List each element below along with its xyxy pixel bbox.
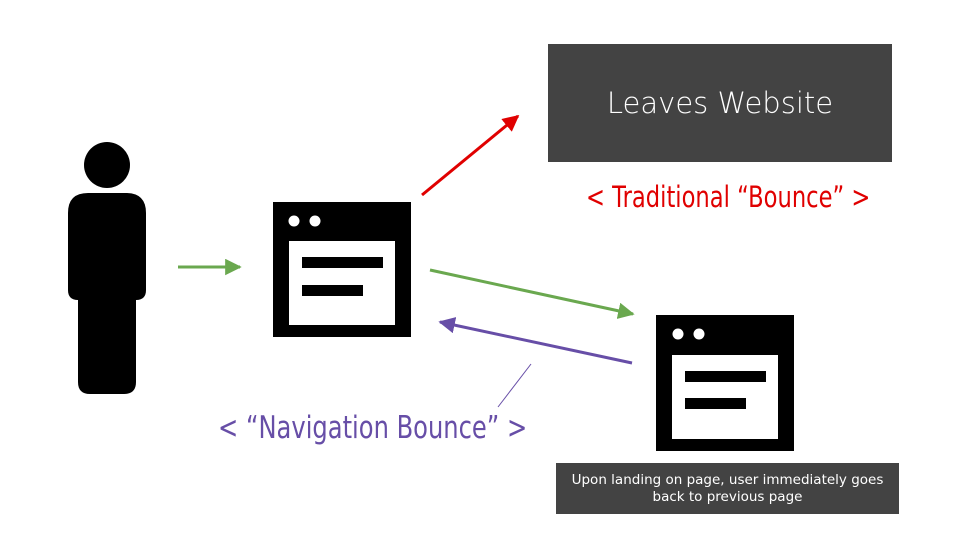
navigation-bounce-label: < “Navigation Bounce” > xyxy=(218,410,528,446)
browser-window-icon xyxy=(656,315,794,451)
leaves-website-box: Leaves Website xyxy=(548,44,892,162)
person-icon xyxy=(68,142,146,394)
leaves-website-label: Leaves Website xyxy=(606,86,834,120)
note-text: Upon landing on page, user immediately g… xyxy=(571,471,884,505)
traditional-bounce-label: < Traditional “Bounce” > xyxy=(586,180,871,214)
navigation-bounce-arrow xyxy=(438,317,633,365)
browser-window-icon xyxy=(273,202,411,337)
callout-line xyxy=(497,363,532,408)
page-to-page-arrow xyxy=(429,268,635,319)
note-box: Upon landing on page, user immediately g… xyxy=(556,463,899,514)
traditional-bounce-arrow xyxy=(421,114,520,197)
